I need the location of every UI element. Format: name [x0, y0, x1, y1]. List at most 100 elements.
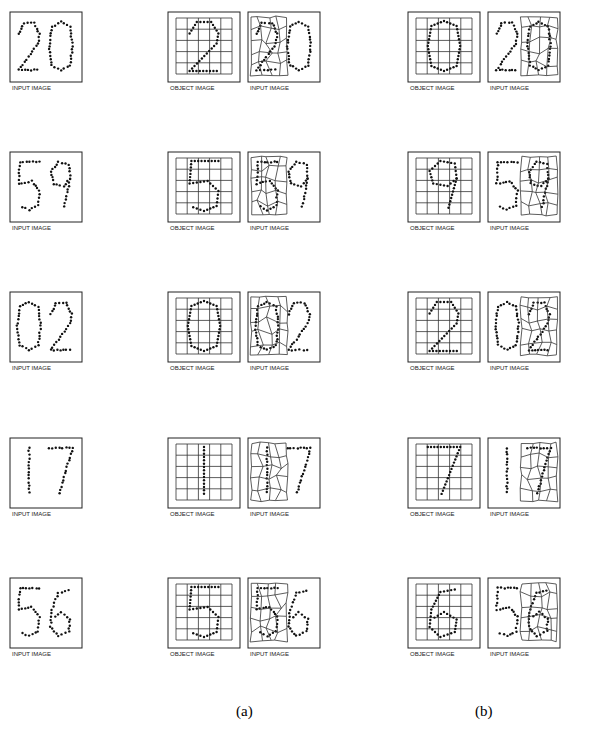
pattern-dot [24, 61, 26, 63]
pattern-dot [50, 621, 52, 623]
pattern-dot [16, 328, 18, 330]
pattern-dot [508, 180, 510, 182]
pattern-dot [211, 586, 213, 588]
pattern-dot [19, 161, 21, 163]
pattern-dot [69, 457, 71, 459]
pattern-dot [449, 615, 451, 617]
pattern-dot [301, 68, 303, 70]
pattern-dot [459, 45, 461, 47]
grid-line [176, 500, 232, 501]
pattern-dot [48, 48, 50, 50]
pattern-dot [70, 316, 72, 318]
pattern-dot [216, 308, 218, 310]
pattern-dot [443, 486, 445, 488]
pattern-dot [288, 58, 290, 60]
pattern-dot [454, 166, 456, 168]
pattern-dot [506, 458, 508, 460]
input-image-label: INPUT IMAGE [489, 225, 530, 231]
pattern-dot [205, 70, 207, 72]
pattern-dot [515, 627, 517, 629]
pattern-dot [526, 45, 528, 47]
pattern-dot [65, 302, 67, 304]
pattern-dot [37, 204, 39, 206]
pattern-dot [309, 313, 311, 315]
pattern-dot [189, 176, 191, 178]
pattern-dot [306, 322, 308, 324]
pattern-dot [192, 70, 194, 72]
pattern-dot [38, 315, 40, 317]
pattern-dot [304, 325, 306, 327]
grid-line [176, 298, 232, 299]
pattern-dot [198, 60, 200, 62]
pattern-dot [429, 173, 431, 175]
grid-line [416, 584, 472, 585]
pattern-dot [26, 22, 28, 24]
pattern-dot [301, 330, 303, 332]
pattern-dot [514, 614, 516, 616]
pattern-dot [516, 315, 518, 317]
image-frame [408, 12, 480, 82]
pattern-dot [190, 166, 192, 168]
pattern-dot [287, 41, 289, 43]
pattern-dot [534, 163, 536, 165]
pattern-dot [271, 182, 273, 184]
pattern-dot [34, 206, 36, 208]
pattern-dot [430, 612, 432, 614]
pattern-dot [454, 307, 456, 309]
pattern-dot [528, 28, 530, 30]
input-image-label: INPUT IMAGE [489, 85, 530, 91]
grid-line [449, 18, 450, 74]
pattern-dot [304, 24, 306, 26]
pattern-dot [217, 620, 219, 622]
pattern-dot [533, 632, 535, 634]
pattern-dot [514, 187, 516, 189]
pattern-dot [301, 22, 303, 24]
pattern-dot [445, 480, 447, 482]
grid-line [416, 169, 472, 170]
pattern-dot [454, 588, 456, 590]
pattern-dot [542, 162, 544, 164]
pattern-dot [546, 447, 548, 449]
pattern-dot [51, 26, 53, 28]
grid-line [416, 342, 472, 343]
pattern-dot [217, 194, 219, 196]
pattern-dot [440, 493, 442, 495]
pattern-dot [440, 613, 442, 615]
pattern-dot [537, 488, 539, 490]
pattern-dot [197, 302, 199, 304]
pattern-dot [277, 587, 279, 589]
pattern-dot [256, 164, 258, 166]
pattern-dot [203, 606, 205, 608]
grid-line [427, 444, 428, 500]
grid-line [187, 584, 188, 640]
pattern-dot [306, 177, 308, 179]
pattern-dot [203, 350, 205, 352]
pattern-dot [496, 168, 498, 170]
pattern-dot [288, 612, 290, 614]
pattern-dot [293, 163, 295, 165]
grid-line [176, 40, 232, 41]
image-frame [168, 12, 240, 82]
pattern-dot [209, 633, 211, 635]
pattern-dot [506, 453, 508, 455]
pattern-dot [457, 35, 459, 37]
grid-line [176, 51, 232, 52]
pattern-dot [63, 22, 65, 24]
pattern-dot [211, 160, 213, 162]
pattern-dot [543, 195, 545, 197]
deformed-grid [250, 16, 288, 76]
pattern-dot [510, 587, 512, 589]
pattern-dot [199, 70, 201, 72]
pattern-dot [37, 341, 39, 343]
pattern-dot [306, 182, 308, 184]
grid-line [416, 158, 417, 214]
pattern-dot [203, 55, 205, 57]
pattern-dot [496, 161, 498, 163]
pattern-dot [308, 316, 310, 318]
pattern-dot [495, 322, 497, 324]
pattern-dot [36, 587, 38, 589]
pattern-dot [529, 310, 531, 312]
pattern-dot [505, 607, 507, 609]
grid-line [187, 18, 188, 74]
grid-line [220, 18, 221, 74]
